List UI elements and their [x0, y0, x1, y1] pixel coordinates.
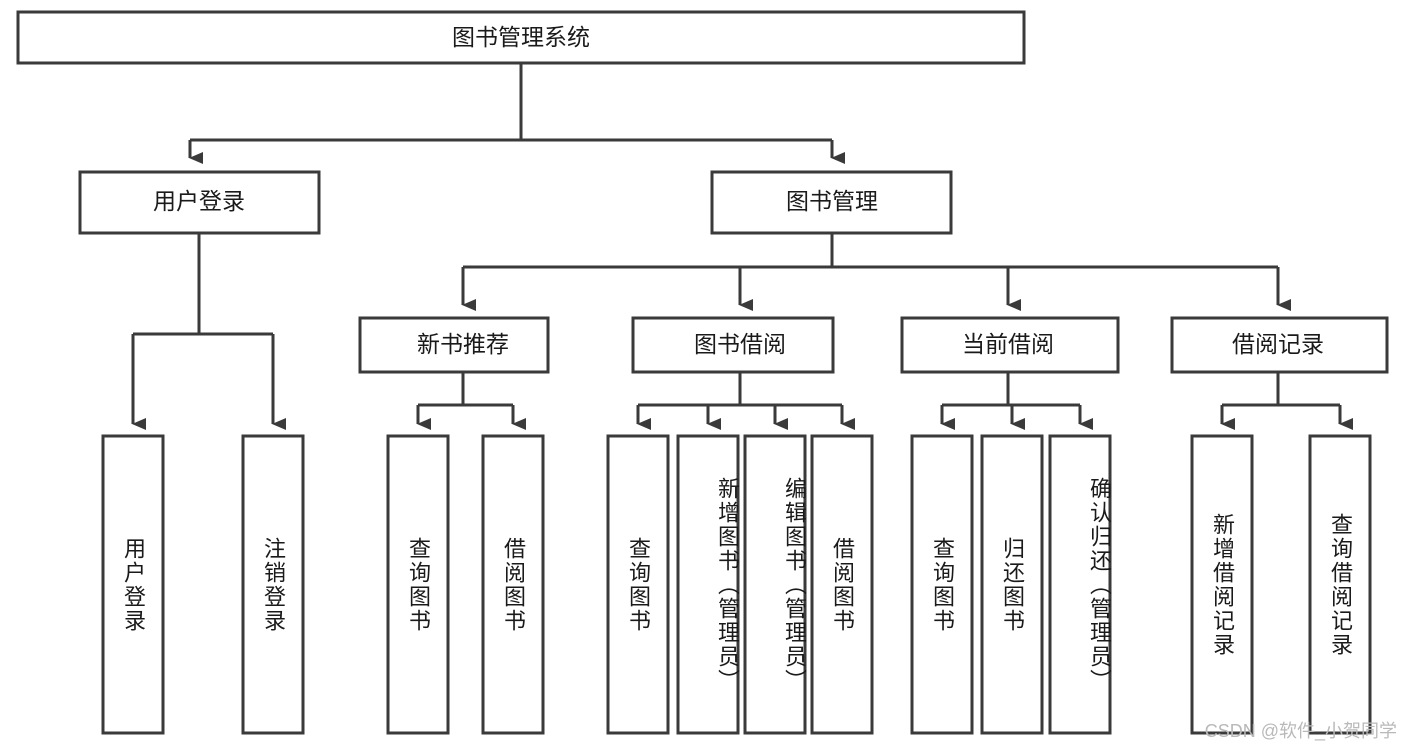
node-new-book-recommend-label: 新书推荐	[417, 331, 509, 357]
leaf-current-borrow-0[interactable]	[910, 434, 974, 735]
node-root[interactable]: 图书管理系统	[16, 10, 1026, 65]
leaf-borrow-record-1[interactable]	[1308, 434, 1372, 735]
node-book-borrow[interactable]: 图书借阅	[631, 316, 835, 374]
node-user-login[interactable]: 用户登录	[78, 170, 321, 235]
leaf-current-borrow-2[interactable]	[1048, 434, 1112, 735]
leaf-user-login-0[interactable]	[101, 434, 165, 735]
connector-root-to-level1	[188, 63, 845, 164]
leaf-book-borrow-0[interactable]	[606, 434, 670, 735]
node-new-book-recommend[interactable]: 新书推荐	[358, 316, 550, 374]
leaf-new-book-0[interactable]	[386, 434, 450, 735]
node-book-management-label: 图书管理	[786, 188, 878, 214]
node-borrow-record[interactable]: 借阅记录	[1170, 316, 1389, 374]
node-borrow-record-label: 借阅记录	[1232, 331, 1324, 357]
leaf-book-borrow-2[interactable]	[743, 434, 807, 735]
node-root-label: 图书管理系统	[452, 24, 590, 50]
connector-borrowrecord-to-leaves	[1220, 372, 1353, 430]
node-book-management[interactable]: 图书管理	[710, 170, 953, 235]
leaf-current-borrow-1[interactable]	[980, 434, 1044, 735]
node-current-borrow-label: 当前借阅	[962, 331, 1054, 357]
connector-currentborrow-to-leaves	[940, 372, 1093, 430]
node-user-login-label: 用户登录	[153, 188, 245, 214]
leaf-user-login-1[interactable]	[241, 434, 305, 735]
node-current-borrow[interactable]: 当前借阅	[900, 316, 1120, 374]
csdn-watermark: CSDN @软件_小贺同学	[1204, 721, 1397, 741]
connector-newbook-to-leaves	[416, 372, 526, 430]
leaf-book-borrow-1[interactable]	[676, 434, 740, 735]
connector-userlogin-to-leaves	[131, 233, 286, 430]
connector-bookborrow-to-leaves	[636, 372, 855, 430]
connector-bookmgmt-to-level2	[461, 233, 1291, 311]
leaf-new-book-1[interactable]	[481, 434, 545, 735]
leaf-book-borrow-3[interactable]	[810, 434, 874, 735]
leaf-borrow-record-0[interactable]	[1190, 434, 1254, 735]
node-book-borrow-label: 图书借阅	[694, 331, 786, 357]
